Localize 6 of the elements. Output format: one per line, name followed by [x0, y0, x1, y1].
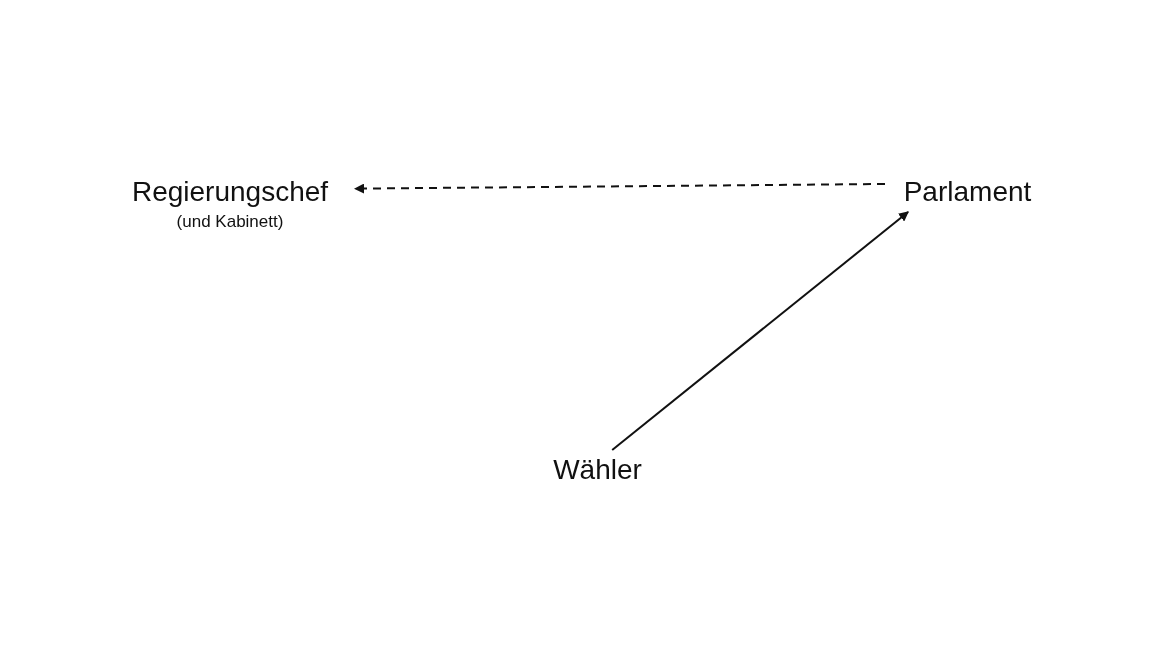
node-title: Regierungschef — [131, 175, 329, 209]
node-subtitle: (und Kabinett) — [176, 211, 284, 233]
arrow — [611, 211, 910, 451]
node-title: Wähler — [553, 453, 642, 487]
arrow — [354, 183, 886, 194]
node-title: Parlament — [903, 175, 1032, 209]
